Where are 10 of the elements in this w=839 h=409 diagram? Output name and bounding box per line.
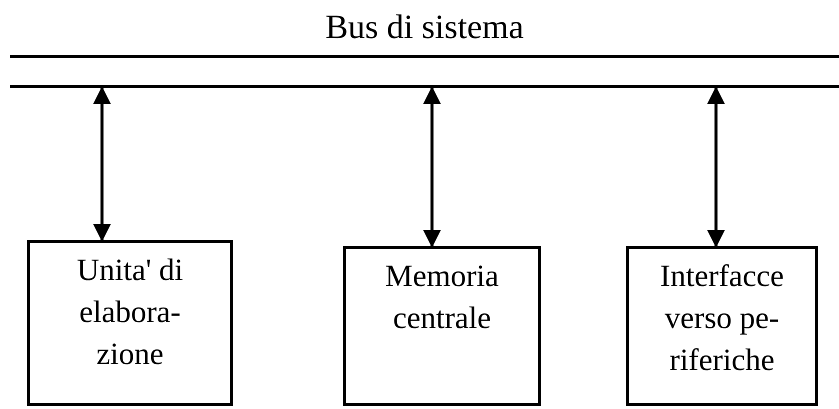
unit-box bbox=[626, 246, 818, 406]
unit-label: Memoria centrale bbox=[384, 257, 500, 337]
double-arrow bbox=[423, 86, 441, 248]
unit-box bbox=[343, 246, 541, 406]
double-arrow bbox=[707, 86, 725, 248]
unit-label: Unita' di elabora- zione bbox=[76, 251, 184, 373]
double-arrow bbox=[93, 86, 111, 242]
unit-label: Interfacce verso pe- riferiche bbox=[659, 257, 785, 379]
unit-box bbox=[27, 240, 233, 406]
bus-label: Bus di sistema bbox=[324, 8, 525, 48]
